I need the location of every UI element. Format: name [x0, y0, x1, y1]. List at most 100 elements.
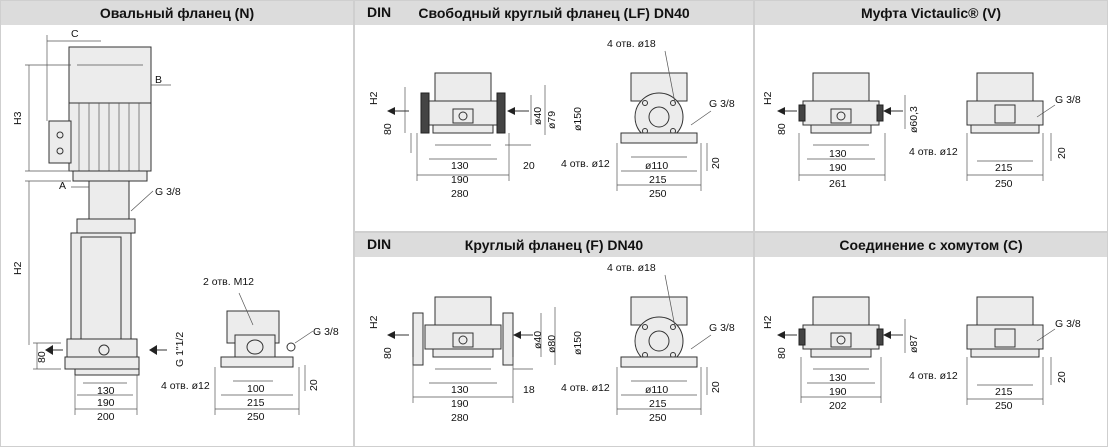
dim-H2: H2: [762, 315, 774, 329]
panel-lf-flange: DIN Свободный круглый фланец (LF) DN40 H…: [354, 0, 754, 232]
label-holes12: 4 отв. ø12: [561, 158, 610, 170]
label-holes-12: 4 отв. ø12: [161, 380, 210, 392]
dim-190: 190: [97, 397, 115, 409]
label-g38: G 3/8: [709, 98, 735, 110]
dim-250: 250: [247, 411, 265, 423]
dim-d110: ø110: [645, 160, 668, 172]
dim-20: 20: [523, 160, 535, 172]
label-g38-b: G 3/8: [313, 326, 339, 338]
panel-title: Муфта Victaulic® (V): [860, 5, 1002, 21]
panel-f-flange: DIN Круглый фланец (F) DN40 H2 80 ø40 ø8…: [354, 232, 754, 447]
side-view: [777, 296, 906, 403]
panel-oval-flange: Овальный фланец (N): [0, 0, 354, 447]
dim-250: 250: [649, 412, 667, 424]
label-C: C: [71, 28, 79, 40]
panel-header: DIN Свободный круглый фланец (LF) DN40: [355, 1, 753, 25]
dim-130: 130: [829, 148, 847, 160]
label-g38: G 3/8: [155, 186, 181, 198]
dim-18: 18: [523, 384, 535, 396]
dim-d150: ø150: [572, 331, 584, 355]
label-H3: H3: [12, 111, 24, 125]
dim-d603: ø60,3: [908, 106, 920, 133]
label-holes18: 4 отв. ø18: [607, 262, 656, 274]
clamp-drawing: H2 80 ø87 130 190 202 G 3/8 4 отв. ø12 2…: [762, 296, 1081, 412]
panel-title: Круглый фланец (F) DN40: [464, 237, 644, 253]
dim-130: 130: [97, 385, 115, 397]
dim-200: 200: [97, 411, 115, 423]
dim-H2: H2: [762, 91, 774, 105]
dim-280: 280: [451, 188, 469, 200]
side-view: [387, 72, 546, 181]
dim-80: 80: [382, 123, 394, 135]
dim-20b: 20: [710, 157, 722, 169]
label-holes12: 4 отв. ø12: [909, 146, 958, 158]
dim-215: 215: [995, 386, 1013, 398]
panel-header: DIN Круглый фланец (F) DN40: [355, 233, 753, 257]
victaulic-drawing: H2 80 ø60,3 130 190 261 G 3/8 4 отв. ø12…: [762, 72, 1081, 190]
panel-clamp: Соединение с хомутом (C) H2 80 ø87 130 1…: [754, 232, 1108, 447]
f-flange-drawing: H2 80 ø40 ø80 ø150 130 190 280 18 4 отв.…: [368, 262, 735, 424]
flow-arrows: [45, 345, 167, 355]
dim-280: 280: [451, 412, 469, 424]
label-g38: G 3/8: [709, 322, 735, 334]
din-label: DIN: [367, 236, 392, 252]
label-g1: G 1"1/2: [174, 332, 186, 367]
panel-header: Соединение с хомутом (C): [755, 233, 1107, 257]
label-B: B: [155, 74, 162, 86]
dim-d150: ø150: [572, 107, 584, 131]
dim-d40: ø40: [532, 107, 544, 125]
dim-250: 250: [995, 178, 1013, 190]
label-holes12: 4 отв. ø12: [561, 382, 610, 394]
end-view: [966, 72, 1056, 181]
dim-d87: ø87: [908, 335, 920, 353]
dim-80: 80: [36, 351, 48, 363]
pump-motor: [48, 46, 152, 234]
dim-215: 215: [995, 162, 1013, 174]
dim-190: 190: [829, 386, 847, 398]
dim-190: 190: [829, 162, 847, 174]
dim-d40: ø40: [532, 331, 544, 349]
dim-d110: ø110: [645, 384, 668, 396]
dim-100: 100: [247, 383, 265, 395]
dim-215: 215: [649, 398, 667, 410]
dim-190: 190: [451, 174, 469, 186]
end-view: [616, 50, 712, 191]
panel-title: Овальный фланец (N): [99, 5, 255, 21]
side-view: [387, 296, 556, 403]
label-holes-m12: 2 отв. M12: [203, 276, 254, 288]
label-g38: G 3/8: [1055, 318, 1081, 330]
dim-20: 20: [308, 379, 320, 391]
dim-215: 215: [247, 397, 265, 409]
dim-250: 250: [995, 400, 1013, 412]
panel-title: Свободный круглый фланец (LF) DN40: [418, 5, 690, 21]
dim-20: 20: [1056, 147, 1068, 159]
dim-d80: ø80: [546, 335, 558, 353]
side-view: [777, 72, 906, 181]
label-A: A: [59, 180, 66, 192]
dim-261: 261: [829, 178, 847, 190]
pump-base: [74, 368, 140, 376]
dim-130: 130: [451, 160, 469, 172]
end-view: [966, 296, 1056, 405]
label-holes18: 4 отв. ø18: [607, 38, 656, 50]
panel-title: Соединение с хомутом (C): [839, 237, 1023, 253]
dim-130: 130: [451, 384, 469, 396]
lf-flange-drawing: H2 80 ø40 ø79 ø150 130 190 280 20 4 отв.…: [368, 38, 735, 200]
dim-H2: H2: [368, 91, 380, 105]
label-holes12: 4 отв. ø12: [909, 370, 958, 382]
dimension-lines: [25, 35, 171, 415]
label-H2: H2: [12, 261, 24, 275]
oval-flange-drawing: C B A H3 H2 G 3/8 G 1"1/2 80 130 190 200: [12, 28, 339, 423]
label-g38: G 3/8: [1055, 94, 1081, 106]
leader-g38: [130, 190, 154, 212]
dim-202: 202: [829, 400, 847, 412]
panel-header: Муфта Victaulic® (V): [755, 1, 1107, 25]
dim-80: 80: [382, 347, 394, 359]
dim-250: 250: [649, 188, 667, 200]
end-view: [616, 274, 712, 415]
dim-H2: H2: [368, 315, 380, 329]
din-label: DIN: [367, 4, 392, 20]
dim-d79: ø79: [546, 111, 558, 129]
panel-header: Овальный фланец (N): [1, 1, 353, 25]
